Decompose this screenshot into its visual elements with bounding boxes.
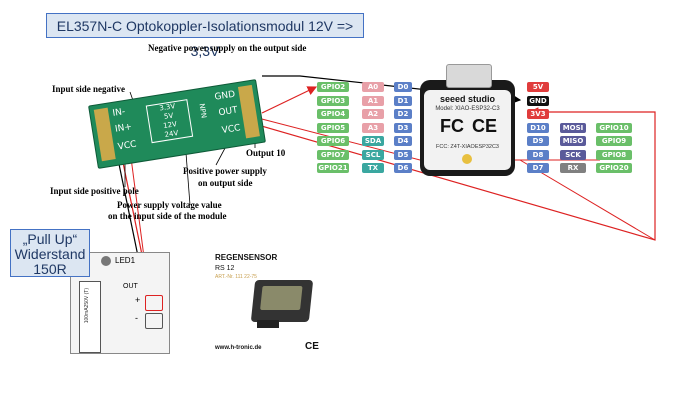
pin-right-gpio: GPIO20 — [596, 163, 632, 173]
pin-right-func: MISO — [560, 136, 586, 146]
pin-left-d: D0 — [394, 82, 412, 92]
ce-logo: CE — [472, 116, 498, 136]
fuse-rating: 100mA250V (T) — [84, 288, 90, 324]
pin-vcc-left: VCC — [117, 139, 138, 153]
pin-left-analog: A0 — [362, 82, 384, 92]
label-voltage-2: on the input side of the module — [108, 211, 227, 221]
label-voltage-1: Power supply voltage value — [117, 200, 222, 210]
xiao-model: Model: XIAO-ESP32-C3 — [435, 106, 500, 112]
rain-sensor-card: REGENSENSOR RS 12 ART.-Nr. 111 22-75 www… — [205, 248, 330, 358]
label-pos-output-2: on output side — [198, 178, 253, 188]
pullup-line2: Widerstand — [14, 246, 86, 262]
pin-left-analog: A2 — [362, 109, 384, 119]
pin-left-d: D4 — [394, 136, 412, 146]
pin-vcc-right: VCC — [221, 123, 242, 136]
pin-right-d: D10 — [527, 122, 549, 133]
pin-right-power: GND — [527, 95, 549, 106]
pin-right-d: D7 — [527, 163, 549, 173]
title-text: EL357N-C Optokoppler-Isolationsmodul 12V… — [56, 18, 354, 59]
pin-left-gpio: GPIO5 — [317, 122, 349, 133]
fc-logo: FC — [440, 116, 464, 136]
xiao-brand: seeed studio — [439, 94, 495, 104]
relay-plus: + — [135, 295, 141, 305]
xiao-shield: seeed studio Model: XIAO-ESP32-C3 FC CE … — [424, 90, 511, 170]
pin-right-d: D8 — [527, 149, 549, 160]
pin-gnd: GND — [213, 89, 236, 103]
sensor-ce: CE — [305, 341, 319, 352]
label-input-positive: Input side positive pole — [50, 186, 139, 196]
xiao-board: seeed studio Model: XIAO-ESP32-C3 FC CE … — [420, 64, 515, 176]
pin-out: OUT — [217, 105, 239, 119]
label-input-negative: Input side negative — [52, 84, 126, 94]
pin-left-gpio: GPIO21 — [317, 163, 349, 173]
wire-d6-branch — [519, 159, 656, 241]
terminal-plus — [145, 295, 163, 311]
xiao-fcc-id: FCC: Z4T-XIAOESP32C3 — [436, 144, 499, 150]
pin-in-neg: IN- — [111, 107, 126, 119]
pin-left-gpio: GPIO6 — [317, 136, 349, 146]
label-neg-output: Negative power supply on the output side — [148, 43, 307, 53]
voltage-selector: 3.3V 5V 12V 24V — [145, 99, 194, 144]
sensor-url: www.h-tronic.de — [215, 345, 262, 351]
pin-left-gpio: GPIO4 — [317, 109, 349, 119]
antenna-icon — [462, 154, 472, 164]
pin-left-d: D6 — [394, 163, 412, 173]
pullup-line3: 150R — [33, 261, 67, 277]
pin-right-power: 5V — [527, 82, 549, 92]
pin-left-gpio: GPIO7 — [317, 149, 349, 160]
relay-out-label: OUT — [123, 283, 138, 290]
title-box: EL357N-C Optokoppler-Isolationsmodul 12V… — [46, 13, 364, 59]
sensor-body — [250, 280, 314, 322]
fuse-icon: 100mA250V (T) — [79, 281, 101, 353]
sensor-pad — [260, 286, 303, 310]
pin-right-func: RX — [560, 163, 586, 173]
pin-left-analog: TX — [362, 163, 384, 173]
pin-right-func: MOSI — [560, 122, 586, 133]
sensor-model: RS 12 — [215, 265, 235, 272]
pin-left-d: D1 — [394, 95, 412, 106]
pin-left-analog: A1 — [362, 95, 384, 106]
relay-minus: - — [135, 313, 138, 323]
terminal-minus — [145, 313, 163, 329]
wire-vcc-3v3 — [257, 107, 656, 241]
pin-left-analog: SCL — [362, 149, 384, 160]
sensor-cable — [257, 320, 279, 328]
pullup-box: „Pull Up“ Widerstand 150R — [10, 229, 90, 277]
pin-right-gpio: GPIO8 — [596, 149, 632, 160]
pin-in-pos: IN+ — [114, 122, 133, 135]
pin-left-gpio: GPIO2 — [317, 82, 349, 92]
pin-left-d: D3 — [394, 122, 412, 133]
led-label: LED1 — [115, 256, 136, 265]
pin-left-gpio: GPIO3 — [317, 95, 349, 106]
wire-out-gpio2 — [261, 86, 318, 114]
sensor-heading: REGENSENSOR — [215, 253, 278, 262]
pin-left-d: D2 — [394, 109, 412, 119]
label-pos-output-1: Positive power supply — [183, 166, 267, 176]
pin-right-d: D9 — [527, 136, 549, 146]
npn-label: NPN — [197, 102, 208, 119]
pin-left-analog: SDA — [362, 136, 384, 146]
led-icon — [101, 256, 111, 266]
label-output10: Output 10 — [246, 148, 286, 158]
sensor-art: ART.-Nr. 111 22-75 — [215, 274, 257, 280]
output-terminal — [237, 84, 260, 139]
pin-right-power: 3V3 — [527, 109, 549, 119]
pin-right-gpio: GPIO9 — [596, 136, 632, 146]
pin-left-d: D5 — [394, 149, 412, 160]
pin-right-func: SCK — [560, 149, 586, 160]
usb-c-port — [446, 64, 492, 88]
pullup-line1: „Pull Up“ — [22, 231, 78, 247]
pin-left-analog: A3 — [362, 122, 384, 133]
pin-right-gpio: GPIO10 — [596, 122, 632, 133]
